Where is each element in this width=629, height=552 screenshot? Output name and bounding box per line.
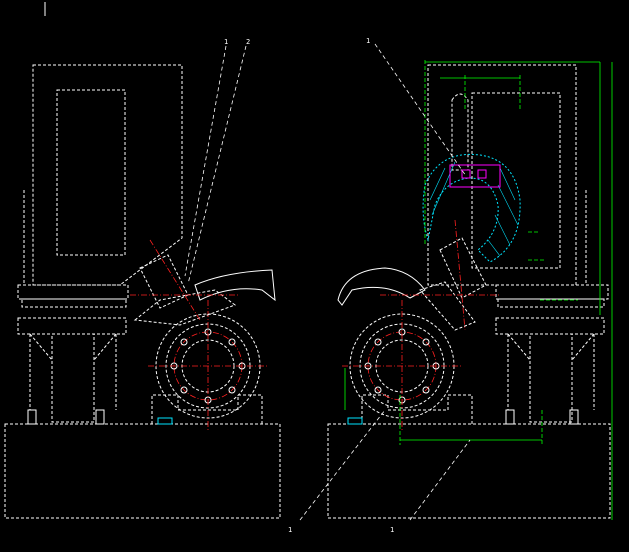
left-upper-housing — [32, 64, 183, 286]
right-assembly — [327, 43, 613, 521]
right-arm-centerline — [454, 219, 466, 331]
left-linkage — [133, 289, 237, 326]
right-clamp — [449, 164, 501, 188]
left-assembly — [4, 45, 386, 521]
balloon-top-left-b: 2 — [246, 38, 250, 46]
left-leader-bottom — [299, 409, 386, 521]
left-cyan-marker — [157, 417, 173, 425]
left-arm-centerline — [149, 239, 201, 321]
right-hatched-guard — [422, 153, 521, 263]
left-base-block — [4, 423, 281, 519]
right-base-block — [327, 423, 611, 519]
right-flange — [495, 317, 605, 335]
right-column-braces — [507, 333, 595, 410]
right-guard-hatch — [429, 161, 519, 257]
left-housing-window — [56, 89, 126, 256]
right-dimensions — [344, 60, 613, 520]
left-column-braces — [29, 333, 117, 410]
balloon-top-left-a: 1 — [224, 38, 228, 46]
right-piston — [451, 93, 469, 171]
left-plate-1 — [17, 284, 129, 300]
left-blade — [194, 269, 276, 302]
left-plate-2 — [21, 298, 127, 308]
right-blade — [337, 267, 426, 306]
right-pump-pedestal — [361, 394, 473, 424]
right-leader-top — [374, 43, 467, 177]
balloon-bottom-left: 1 — [288, 526, 292, 534]
right-column — [529, 333, 573, 423]
right-clamp-bolt-b — [477, 169, 487, 179]
right-leader-bottom — [409, 439, 471, 521]
right-arm — [439, 237, 487, 299]
right-cyan-marker — [347, 417, 363, 425]
left-flange — [17, 317, 127, 335]
balloon-top-right: 1 — [366, 37, 370, 45]
right-linkage — [419, 281, 476, 331]
balloon-bottom-right: 1 — [390, 526, 394, 534]
right-plate-1 — [495, 284, 609, 300]
left-leader-a — [184, 45, 227, 277]
right-housing-window — [471, 92, 561, 269]
right-plate-2 — [497, 298, 605, 308]
left-leader-b — [187, 45, 247, 285]
left-column — [51, 333, 95, 423]
right-clamp-bolt-a — [461, 169, 471, 179]
